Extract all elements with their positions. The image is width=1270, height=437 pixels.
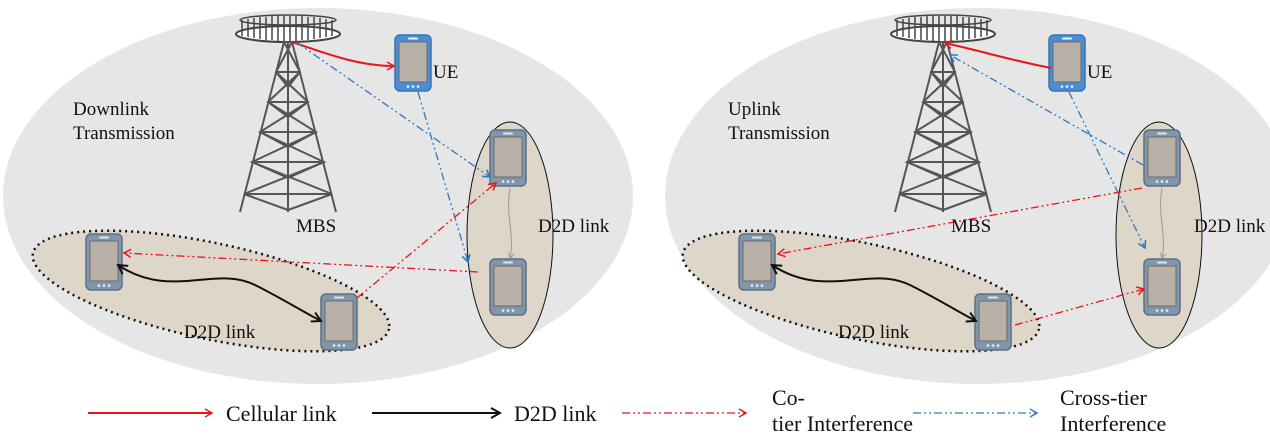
legend-cross-tier-label-line2: Interference	[1060, 411, 1166, 436]
left-mbs-label: MBS	[296, 216, 336, 237]
left-ue-phone-icon	[394, 34, 432, 92]
left-co-tier-link-2	[356, 182, 498, 299]
right-cellular-link	[943, 39, 1052, 69]
left-d2d-phone-a2-icon	[320, 293, 358, 351]
legend-co-tier-label-line1: Co-	[772, 385, 805, 410]
left-cross-tier-link-2	[417, 91, 471, 264]
left-d2d-link-a	[118, 265, 321, 321]
right-d2d-link-a	[772, 265, 976, 321]
legend-d2d-label: D2D link	[514, 401, 597, 426]
right-cross-tier-link-1	[948, 54, 1144, 166]
legend-cellular-label: Cellular link	[226, 401, 337, 426]
right-d2d-phone-a1-icon	[738, 233, 776, 291]
left-d2d-pair-a-label: D2D link	[184, 322, 256, 343]
left-panel-downlink: Downlink Transmission UE MBS D2D link D2…	[3, 8, 633, 384]
left-ue-label: UE	[433, 62, 458, 83]
right-d2d-pair-b-label: D2D link	[1194, 216, 1266, 237]
left-d2d-phone-b2-icon	[489, 258, 527, 316]
right-d2d-link-b	[1159, 187, 1167, 259]
right-ue-label: UE	[1087, 62, 1112, 83]
left-d2d-phone-a1-icon	[85, 233, 123, 291]
right-mbs-label: MBS	[951, 216, 991, 237]
right-panel-uplink: Uplink Transmission UE MBS D2D link D2D …	[665, 8, 1270, 384]
right-cross-tier-link-2	[1068, 91, 1147, 250]
left-d2d-pair-b-label: D2D link	[538, 216, 610, 237]
legend-cross-tier-label-line1: Cross-tier	[1060, 385, 1147, 410]
right-d2d-pair-a-label: D2D link	[838, 322, 910, 343]
left-d2d-phone-b1-icon	[489, 129, 527, 187]
left-mode-line2: Transmission	[73, 123, 175, 144]
left-cross-tier-link-1	[295, 41, 492, 178]
right-mode-line1: Uplink	[728, 99, 781, 120]
right-co-tier-link-1	[776, 187, 1143, 258]
legend: Cellular link D2D link Co- tier Interfer…	[88, 385, 1166, 436]
left-cellular-link	[291, 41, 396, 71]
right-ue-phone-icon	[1048, 34, 1086, 92]
left-co-tier-link-1	[122, 248, 479, 273]
left-d2d-link-b	[507, 187, 515, 259]
left-mode-line1: Downlink	[73, 99, 150, 120]
right-co-tier-link-2	[1014, 286, 1146, 326]
left-d2d-pair-b-region	[466, 121, 554, 349]
legend-co-tier-label-line2: tier Interference	[772, 411, 913, 436]
right-d2d-phone-b1-icon	[1143, 129, 1181, 187]
right-d2d-phone-b2-icon	[1143, 258, 1181, 316]
right-mode-line2: Transmission	[728, 123, 830, 144]
right-d2d-phone-a2-icon	[974, 293, 1012, 351]
